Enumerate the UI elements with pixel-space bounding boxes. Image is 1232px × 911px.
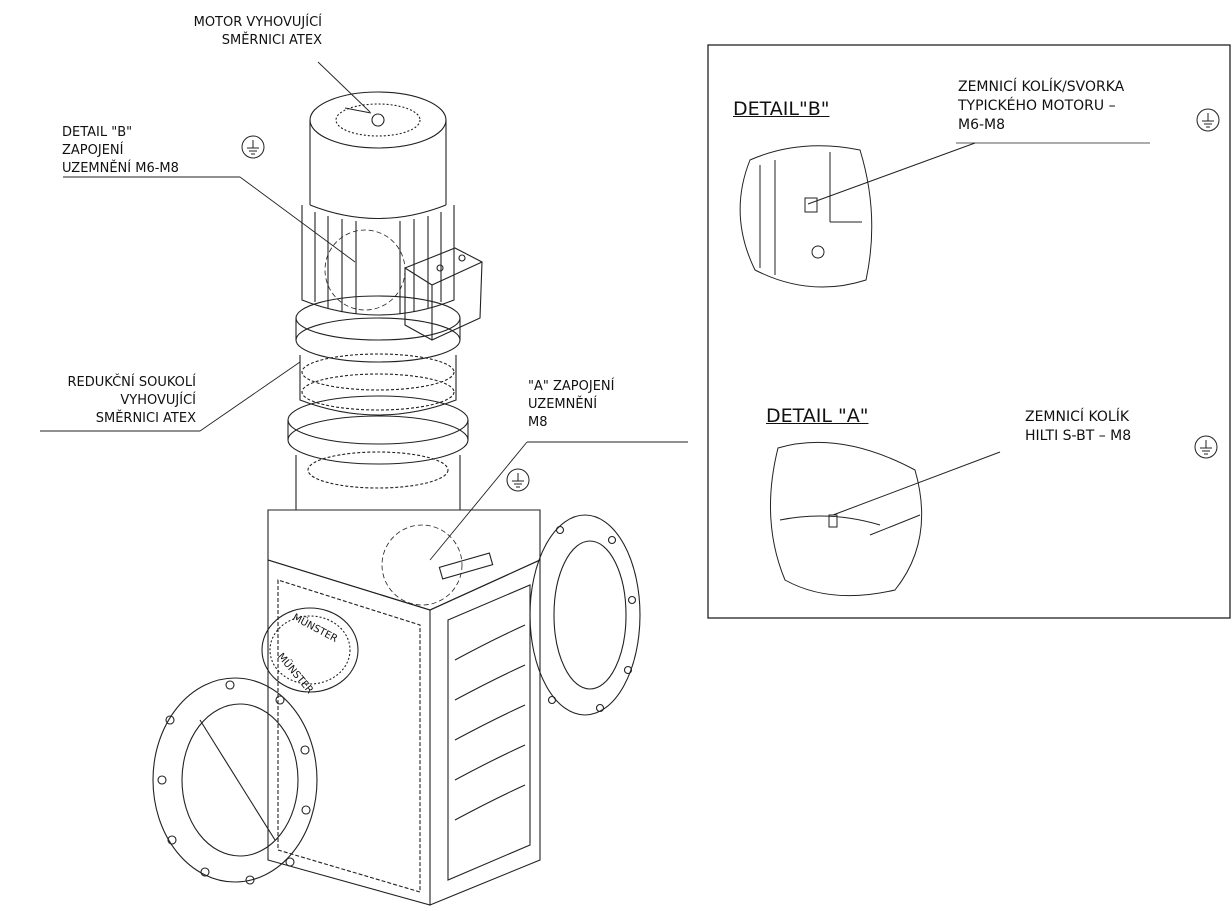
detail-b-marker <box>324 229 406 311</box>
detail-a-marker <box>381 524 463 606</box>
label-detail-a-ref: "A" ZAPOJENÍ UZEMNĚNÍ M8 <box>528 379 615 430</box>
motor-body <box>301 205 455 316</box>
detail-a-note: ZEMNICÍ KOLÍK HILTI S-BT – M8 <box>1025 409 1132 444</box>
detail-panel-frame <box>707 44 1231 619</box>
label-motor-atex: MOTOR VYHOVUJÍCÍ SMĚRNICI ATEX <box>193 15 322 48</box>
detail-b-title: DETAIL"B" <box>733 98 830 120</box>
leader-lines <box>40 61 688 561</box>
inspection-cover <box>261 607 359 693</box>
valve-top-plate <box>267 509 541 611</box>
detail-a-sketch <box>769 441 1001 597</box>
valve-housing <box>267 560 431 906</box>
ground-symbol-icon <box>1194 435 1218 459</box>
ground-symbol-icon <box>1196 108 1220 132</box>
detail-b-sketch <box>739 142 1150 288</box>
motor-fan-cover <box>309 91 447 149</box>
outlet-flange <box>529 514 641 716</box>
inlet-flange <box>152 677 318 883</box>
detail-b-note: ZEMNICÍ KOLÍK/SVORKA TYPICKÉHO MOTORU – … <box>958 79 1125 133</box>
ground-symbol-icon <box>241 135 265 159</box>
rotary-valve-drawing <box>152 91 641 906</box>
terminal-box <box>404 247 483 341</box>
ground-symbol-icon <box>506 468 530 492</box>
label-gear-atex: REDUKČNÍ SOUKOLÍ VYHOVUJÍCÍ SMĚRNICI ATE… <box>67 375 196 426</box>
detail-a-title: DETAIL "A" <box>766 405 869 427</box>
label-detail-b-ref: DETAIL "B" ZAPOJENÍ UZEMNĚNÍ M6-M8 <box>62 125 179 176</box>
